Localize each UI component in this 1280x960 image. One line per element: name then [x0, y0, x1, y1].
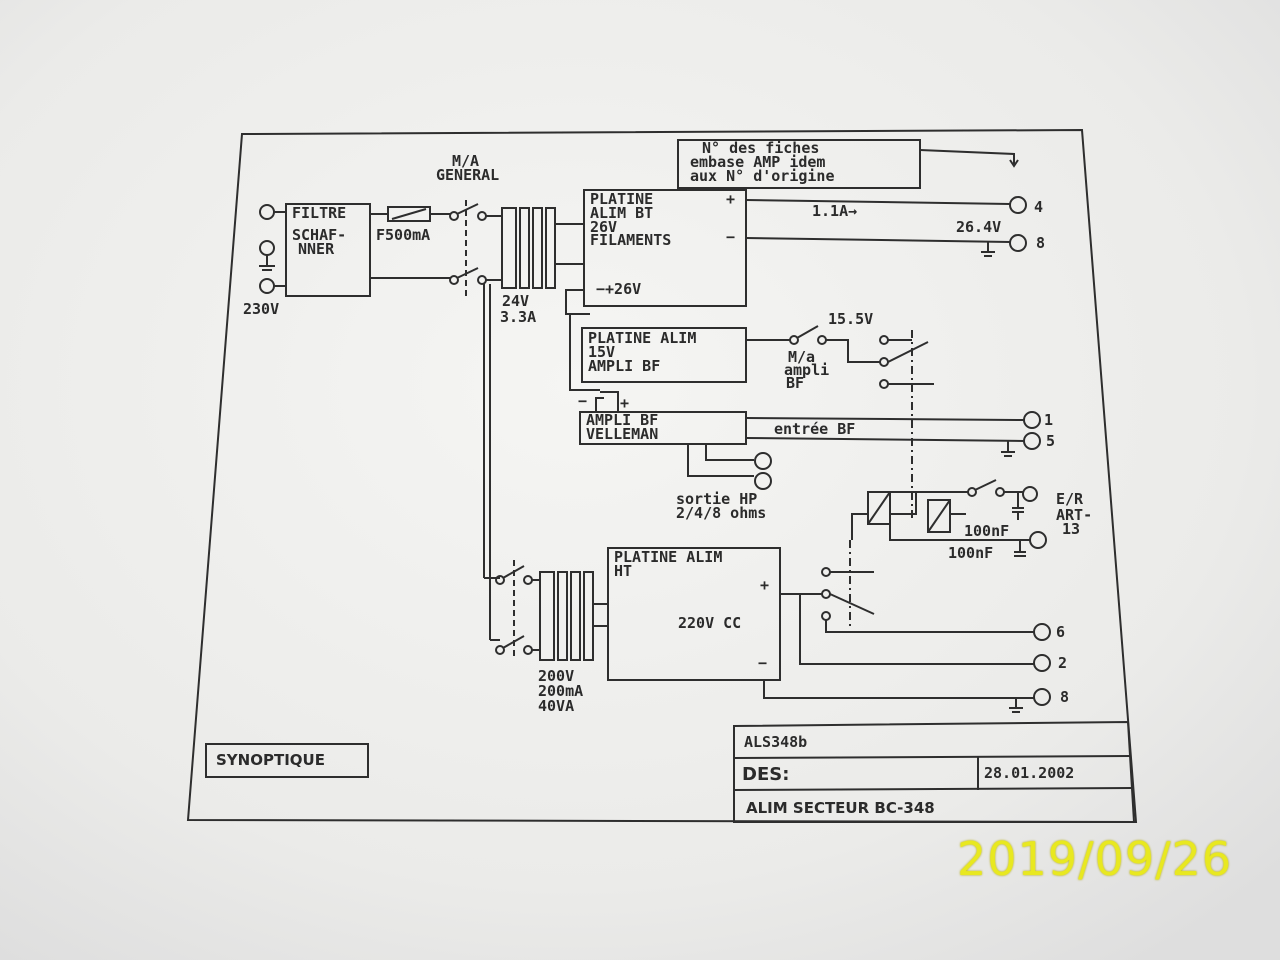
- mains-voltage-label: 230V: [243, 300, 279, 318]
- platine-bt-line-1: PLATINE: [590, 190, 653, 208]
- ampli-bf-box: [579, 411, 747, 445]
- capacitor-label-2: 100nF: [948, 544, 993, 562]
- er-terminal-2: [1029, 531, 1047, 549]
- pin-8b-terminal: [1033, 688, 1051, 706]
- transformer-ht-primary: [539, 571, 555, 661]
- platine-15v-box: [581, 327, 747, 383]
- pin-1-label: 1: [1044, 411, 1053, 429]
- title-des: DES:: [742, 764, 789, 785]
- pin-8a-terminal: [1009, 234, 1027, 252]
- ampli-bf-minus: −: [578, 392, 587, 410]
- capacitor-label-1: 100nF: [964, 522, 1009, 540]
- transformer-ht-line-2: 200mA: [538, 682, 583, 700]
- pin-2-label: 2: [1058, 654, 1067, 672]
- pin-5-label: 5: [1046, 432, 1055, 450]
- filter-box: [285, 203, 371, 297]
- output-voltage-label: 26.4V: [956, 218, 1001, 236]
- platine-bt-bottom-label: −+26V: [596, 280, 641, 298]
- platine-15v-line-2: 15V: [588, 343, 615, 361]
- note-line-3: aux N° d'origine: [690, 167, 835, 185]
- ampli-bf-line-1: AMPLI BF: [586, 411, 658, 429]
- main-switch-label-1: M/A: [452, 152, 479, 170]
- pin-8a-label: 8: [1036, 234, 1045, 252]
- speaker-output-line-2: 2/4/8 ohms: [676, 504, 766, 522]
- drawing-frame: [186, 128, 1138, 824]
- output-current-label: 1.1A→: [812, 202, 857, 220]
- platine-bt-minus: −: [726, 228, 735, 246]
- er-label-3: 13: [1062, 520, 1080, 538]
- transformer-bt-secondary: [545, 207, 556, 289]
- platine-15v-line-3: AMPLI BF: [588, 357, 660, 375]
- synoptique-label: SYNOPTIQUE: [216, 751, 325, 769]
- platine-ht-line-1: PLATINE ALIM: [614, 548, 722, 566]
- transformer-ht-secondary: [583, 571, 594, 661]
- pin-6-terminal: [1033, 623, 1051, 641]
- synoptique-box: [205, 743, 369, 778]
- pin-6-label: 6: [1056, 623, 1065, 641]
- speaker-terminal-2: [754, 472, 772, 490]
- platine-bt-line-3: 26V: [590, 218, 617, 236]
- fuse-label: F500mA: [376, 226, 430, 244]
- filter-line-2: NNER: [298, 240, 335, 258]
- ampli-bf-plus: +: [620, 394, 629, 412]
- note-box: [677, 139, 921, 189]
- switch-ampli-line-3: BF: [786, 374, 804, 392]
- platine-ht-minus: −: [758, 654, 767, 672]
- er-label-1: E/R: [1056, 490, 1084, 508]
- platine-ht-voltage: 220V CC: [678, 614, 741, 632]
- switch-ampli-line-2: ampli: [784, 361, 829, 379]
- voltage-15v-label: 15.5V: [828, 310, 873, 328]
- note-line-2: embase AMP idem: [690, 153, 825, 171]
- pin-4-label: 4: [1034, 198, 1043, 216]
- pin-8b-label: 8: [1060, 688, 1069, 706]
- platine-ht-plus: +: [760, 576, 769, 594]
- pin-1-terminal: [1023, 411, 1041, 429]
- main-switch-label-2: GENERAL: [436, 166, 499, 184]
- input-bf-label: entrée BF: [774, 420, 855, 438]
- platine-bt-plus: +: [726, 190, 735, 208]
- speaker-terminal-1: [754, 452, 772, 470]
- title-main: ALIM SECTEUR BC-348: [746, 799, 935, 817]
- ampli-bf-line-2: VELLEMAN: [586, 425, 658, 443]
- platine-ht-line-2: HT: [614, 562, 632, 580]
- switch-ampli-line-1: M/a: [788, 348, 815, 366]
- transformer-ht-line-1: 200V: [538, 667, 574, 685]
- platine-15v-line-1: PLATINE ALIM: [588, 329, 696, 347]
- speaker-output-line-1: sortie HP: [676, 490, 757, 508]
- er-terminal-1: [1022, 486, 1038, 502]
- pin-5-terminal: [1023, 432, 1041, 450]
- transformer-bt-amps: 3.3A: [500, 308, 536, 326]
- pin-2-terminal: [1033, 654, 1051, 672]
- filter-line-1: SCHAF-: [292, 226, 346, 244]
- camera-date-stamp: 2019/09/26: [957, 832, 1233, 886]
- pin-4-terminal: [1009, 196, 1027, 214]
- transformer-bt-primary: [501, 207, 517, 289]
- relay-2: [927, 499, 951, 533]
- platine-bt-line-4: FILAMENTS: [590, 231, 671, 249]
- transformer-bt-volts: 24V: [502, 292, 529, 310]
- filter-title: FILTRE: [292, 204, 346, 222]
- platine-bt-line-2: ALIM BT: [590, 204, 653, 222]
- er-label-2: ART-: [1056, 506, 1092, 524]
- title-date: 28.01.2002: [984, 764, 1074, 782]
- transformer-ht-line-3: 40VA: [538, 697, 574, 715]
- note-line-1: N° des fiches: [702, 139, 819, 157]
- platine-ht-box: [607, 547, 781, 681]
- platine-bt-box: [583, 189, 747, 307]
- title-ref: ALS348b: [744, 733, 807, 751]
